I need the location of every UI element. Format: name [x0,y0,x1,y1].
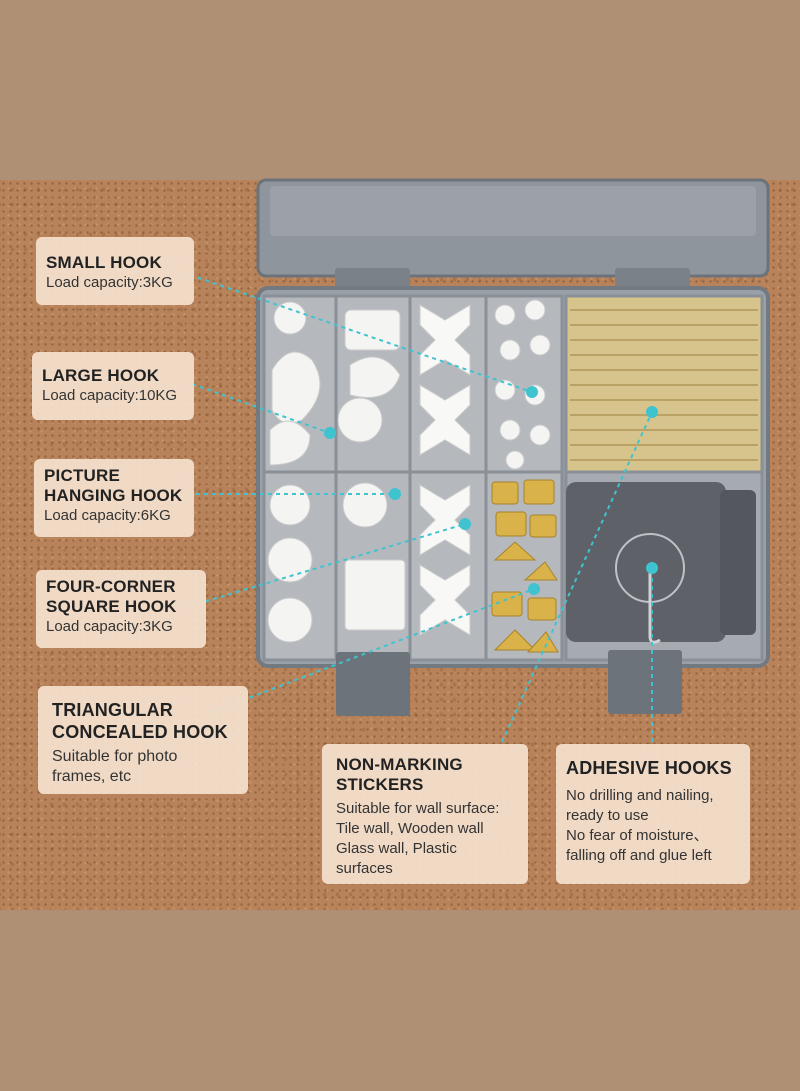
label-desc-line2: ready to use [566,807,649,824]
label-title: SMALL HOOK [46,253,162,272]
pointer-dot [528,583,540,595]
box-latch [608,650,682,714]
label-desc-line2: frames, etc [52,768,132,785]
large-hook-item [337,397,383,443]
label-title-line1: NON-MARKING [336,755,463,774]
label-title-line1: FOUR-CORNER [46,577,176,596]
label-triangular-hook: TRIANGULAR CONCEALED HOOK Suitable for p… [38,686,248,794]
label-desc-line1: Suitable for wall surface: [336,800,500,817]
label-desc-line4: falling off and glue left [566,847,712,864]
pointer-dot [526,386,538,398]
label-small-hook: SMALL HOOK Load capacity:3KG [36,237,194,305]
pointer-dot [324,427,336,439]
pointer-dot [646,406,658,418]
label-desc: Load capacity:10KG [42,387,178,404]
pointer-dot [389,488,401,500]
label-four-corner-hook: FOUR-CORNER SQUARE HOOK Load capacity:3K… [36,570,206,648]
adhesive-sticker-stack [566,482,726,642]
label-desc-line1: No drilling and nailing, [566,787,714,804]
label-desc-line3: Glass wall, Plastic [336,840,457,857]
label-desc-line4: surfaces [336,860,393,877]
label-desc: Load capacity:6KG [44,507,171,524]
label-title-line2: CONCEALED HOOK [52,722,228,742]
label-title-line1: TRIANGULAR [52,700,173,720]
small-hook-item [273,301,307,335]
pointer-line-triangular-hook [211,588,535,713]
label-title-line2: SQUARE HOOK [46,597,177,616]
label-title-line2: STICKERS [336,775,424,794]
label-adhesive-hooks: ADHESIVE HOOKS No drilling and nailing, … [556,744,750,884]
label-desc: Load capacity:3KG [46,618,173,635]
pointer-dot [459,518,471,530]
pointer-line-large-hook [191,383,331,434]
picture-hanging-hook-item [342,482,388,528]
box-latch [336,652,410,716]
label-title: LARGE HOOK [42,366,160,385]
label-desc-line3: No fear of moisture、 [566,827,709,844]
label-title-line2: HANGING HOOK [44,486,183,505]
label-large-hook: LARGE HOOK Load capacity:10KG [32,352,194,420]
label-picture-hanging-hook: PICTURE HANGING HOOK Load capacity:6KG [34,459,194,537]
label-title: ADHESIVE HOOKS [566,758,732,778]
label-desc-line2: Tile wall, Wooden wall [336,820,484,837]
label-non-marking-stickers: NON-MARKING STICKERS Suitable for wall s… [322,744,528,884]
pointer-dot [646,562,658,574]
triangular-hook-item [491,481,519,505]
label-desc: Load capacity:3KG [46,274,173,291]
label-title-line1: PICTURE [44,466,121,485]
label-desc-line1: Suitable for photo [52,748,178,765]
